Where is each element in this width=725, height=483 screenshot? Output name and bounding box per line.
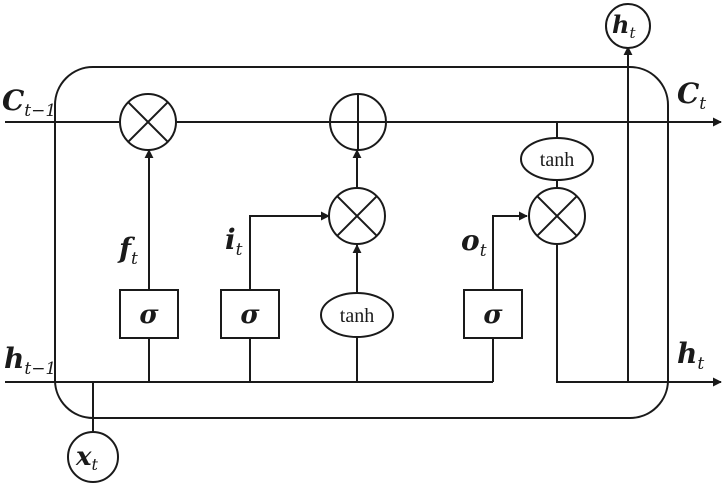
label-i-t: it (225, 223, 243, 260)
x-input-node (67, 431, 119, 483)
label-c-prev: Ct−1 (2, 84, 56, 121)
hidden-output-node (605, 3, 651, 49)
label-x-t: xt (75, 442, 99, 474)
candidate-tanh-label: tanh (340, 305, 374, 327)
forget-sigma-label: σ (139, 300, 159, 330)
output-sigma-label: σ (483, 300, 503, 330)
cell-boundary (54, 66, 669, 419)
label-h-t-right: ht (677, 337, 704, 374)
output-multiply-operator (528, 187, 586, 245)
output-sigma-gate: σ (463, 289, 523, 339)
label-c-t: Ct (677, 77, 706, 114)
forget-sigma-gate: σ (119, 289, 179, 339)
label-o-t: ot (461, 224, 487, 261)
output-gate-arrow (492, 211, 528, 290)
input-sigma-label: σ (240, 300, 260, 330)
label-h-t-top: ht (612, 10, 636, 42)
hidden-output-arrow (556, 245, 722, 387)
input-sigma-gate: σ (220, 289, 280, 339)
label-f-t: ft (117, 232, 138, 269)
cell-add-operator (329, 93, 387, 151)
label-h-prev: ht−1 (4, 342, 56, 379)
input-gate-arrow (249, 211, 330, 290)
cell-tanh-gate: tanh (520, 137, 594, 181)
cell-tanh-label: tanh (540, 149, 574, 171)
candidate-tanh-gate: tanh (320, 292, 394, 338)
input-multiply-operator (328, 187, 386, 245)
forget-multiply-operator (119, 93, 177, 151)
